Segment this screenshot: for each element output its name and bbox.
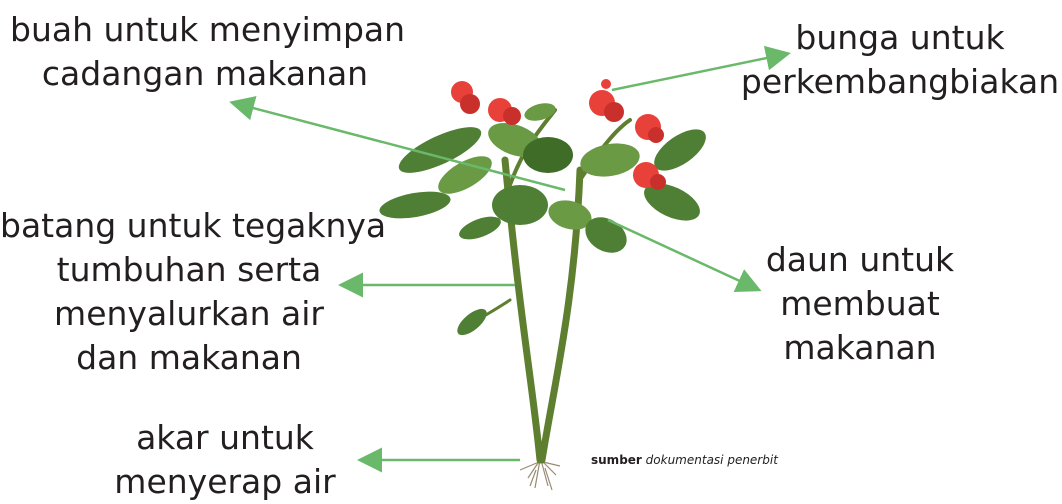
- label-daun-line-2: membuat: [735, 282, 985, 326]
- label-daun-line-1: daun untuk: [735, 238, 985, 282]
- label-buah: buah untuk menyimpan cadangan makanan: [10, 8, 400, 96]
- label-akar-line-1: akar untuk: [100, 416, 350, 460]
- label-akar: akar untuk menyerap air: [100, 416, 350, 504]
- roots: [520, 460, 560, 490]
- label-batang-line-2: tumbuhan serta: [0, 248, 378, 292]
- source-caption: sumber dokumentasi penerbit: [591, 453, 778, 467]
- label-batang-line-4: dan makanan: [0, 336, 378, 380]
- label-buah-line-2: cadangan makanan: [10, 52, 400, 96]
- label-daun: daun untuk membuat makanan: [735, 238, 985, 370]
- label-bunga: bunga untuk perkembangbiakan: [740, 16, 1060, 104]
- label-buah-line-1: buah untuk menyimpan: [10, 8, 400, 52]
- label-batang-line-3: menyalurkan air: [0, 292, 378, 336]
- label-batang-line-1: batang untuk tegaknya: [0, 204, 378, 248]
- label-bunga-line-2: perkembangbiakan: [740, 60, 1060, 104]
- label-daun-line-3: makanan: [735, 326, 985, 370]
- source-text: dokumentasi penerbit: [646, 453, 778, 467]
- label-batang: batang untuk tegaknya tumbuhan serta men…: [0, 204, 378, 380]
- source-label: sumber: [591, 453, 642, 467]
- label-bunga-line-1: bunga untuk: [740, 16, 1060, 60]
- label-akar-line-2: menyerap air: [100, 460, 350, 504]
